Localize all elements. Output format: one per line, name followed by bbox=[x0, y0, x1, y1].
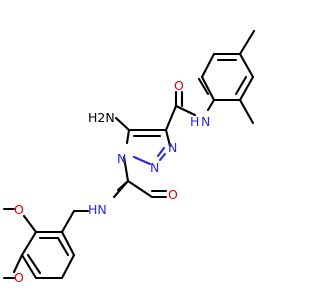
bond bbox=[197, 77, 210, 96]
triazole-n1: N bbox=[117, 151, 126, 166]
triazole-ring bbox=[114, 116, 172, 166]
bond bbox=[158, 152, 167, 162]
methoxy-o-upper: O bbox=[14, 202, 24, 217]
bond bbox=[60, 230, 76, 257]
amide-o-right: O bbox=[174, 78, 184, 93]
bond bbox=[60, 253, 76, 280]
bond bbox=[112, 179, 130, 199]
amide-o-left: O bbox=[168, 187, 178, 202]
bond bbox=[200, 75, 216, 102]
amide-nh-left: HN bbox=[88, 202, 107, 217]
methyl-bond-ortho bbox=[238, 98, 255, 125]
bond bbox=[26, 253, 42, 275]
bond bbox=[164, 104, 178, 132]
amine-label: H2N bbox=[88, 110, 115, 125]
bond bbox=[22, 214, 38, 234]
methoxy-groups bbox=[2, 207, 38, 280]
bond bbox=[238, 52, 255, 79]
bond bbox=[125, 128, 131, 145]
bond bbox=[156, 146, 166, 158]
bond bbox=[20, 253, 38, 280]
bond bbox=[126, 179, 154, 199]
bond bbox=[132, 155, 152, 166]
bond bbox=[234, 75, 248, 96]
bond bbox=[12, 253, 24, 274]
bond bbox=[56, 236, 70, 257]
amide-n-right: N bbox=[201, 114, 210, 129]
bond bbox=[60, 209, 76, 234]
bond bbox=[238, 75, 255, 102]
dimethoxyphenyl-ring bbox=[20, 209, 90, 280]
amide-nh-right-h: H bbox=[190, 114, 199, 129]
methyl-bond-para bbox=[238, 29, 256, 56]
acetamide-linker bbox=[112, 155, 168, 199]
bond bbox=[122, 155, 130, 183]
structure-diagram: H2N H N O N N N O HN O O bbox=[2, 29, 256, 285]
bond bbox=[206, 98, 216, 112]
bond bbox=[164, 128, 172, 148]
dimethylphenyl-ring bbox=[197, 29, 256, 125]
bond bbox=[200, 52, 216, 79]
bond bbox=[174, 104, 197, 117]
molecule-canvas: H2N H N O N N N O HN O O bbox=[2, 29, 256, 285]
methoxy-o-lower: O bbox=[14, 270, 24, 285]
triazole-n3: N bbox=[168, 140, 177, 155]
carboxamide-group bbox=[164, 90, 197, 132]
bond bbox=[20, 230, 38, 257]
amine-bond bbox=[114, 116, 131, 132]
triazole-n2: N bbox=[150, 160, 159, 175]
